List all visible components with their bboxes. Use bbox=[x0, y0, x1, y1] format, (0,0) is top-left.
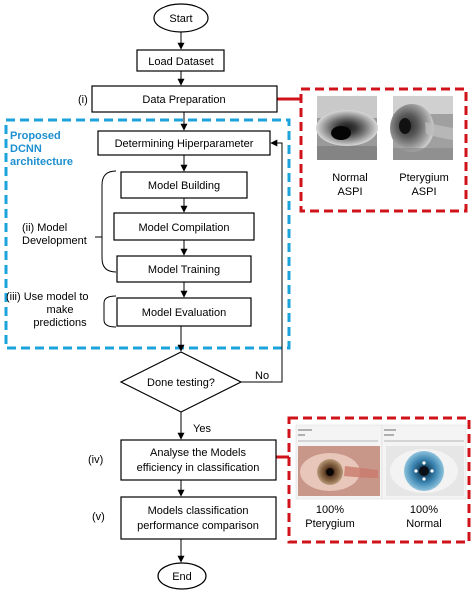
end-terminal bbox=[157, 562, 207, 590]
end-label: End bbox=[172, 571, 192, 583]
step-v-label: (v) bbox=[92, 511, 105, 523]
pterygium-result-image bbox=[295, 424, 383, 500]
normal-aspi-caption-line1: Normal bbox=[332, 172, 367, 184]
dcnn-title-line2: DCNN bbox=[10, 143, 42, 155]
comparison-label-line1: Models classification bbox=[148, 505, 249, 517]
normal-result-caption: Normal bbox=[406, 518, 441, 530]
start-label: Start bbox=[169, 13, 192, 25]
arrow-no-loop bbox=[241, 139, 283, 383]
normal-aspi-caption-line2: ASPI bbox=[337, 186, 362, 198]
data-preparation-label: Data Preparation bbox=[142, 94, 225, 106]
normal-result-image bbox=[381, 424, 467, 500]
model-development-bracket bbox=[101, 170, 117, 273]
dcnn-title-line1: Proposed bbox=[10, 130, 61, 142]
model-building-label: Model Building bbox=[148, 180, 220, 192]
step-iv-label: (iv) bbox=[88, 454, 103, 466]
model-evaluation-box bbox=[116, 297, 252, 327]
step-i-label: (i) bbox=[78, 94, 88, 106]
pterygium-aspi-caption-line1: Pterygium bbox=[399, 172, 449, 184]
hyperparameter-label: Determining Hiperparameter bbox=[115, 138, 254, 150]
step-ii-label-line2: Development bbox=[22, 235, 87, 247]
model-evaluation-label: Model Evaluation bbox=[142, 307, 226, 319]
model-training-box bbox=[116, 255, 252, 283]
model-training-label: Model Training bbox=[148, 264, 220, 276]
prediction-bracket bbox=[103, 295, 117, 328]
normal-result-percentage: 100% bbox=[410, 504, 438, 516]
comparison-box bbox=[120, 496, 277, 540]
normal-aspi-image bbox=[316, 96, 378, 160]
pterygium-aspi-image bbox=[390, 96, 453, 160]
pterygium-result-caption: Pterygium bbox=[305, 518, 355, 530]
model-compilation-box bbox=[113, 212, 255, 241]
aspi-panel bbox=[299, 87, 468, 213]
comparison-label-line2: performance comparison bbox=[137, 520, 259, 532]
dcnn-region bbox=[4, 118, 291, 350]
analyse-label-line1: Analyse the Models bbox=[150, 447, 246, 459]
no-label: No bbox=[255, 370, 269, 382]
analyse-label-line2: efficiency in classification bbox=[137, 462, 260, 474]
step-ii-label-line1: (ii) Model bbox=[22, 222, 67, 234]
dcnn-title-line3: architecture bbox=[10, 156, 73, 168]
data-preparation-box bbox=[91, 85, 278, 113]
pterygium-result-percentage: 100% bbox=[316, 504, 344, 516]
analyse-box bbox=[120, 439, 277, 481]
step-iii-label-line2: make bbox=[47, 304, 74, 316]
model-compilation-label: Model Compilation bbox=[138, 222, 229, 234]
result-panel bbox=[287, 416, 471, 544]
step-iii-label-line3: predictions bbox=[33, 317, 87, 329]
yes-label: Yes bbox=[193, 423, 211, 435]
hyperparameter-box bbox=[97, 130, 271, 156]
step-iii-label-line1: (iii) Use model to bbox=[6, 291, 89, 303]
pterygium-aspi-caption-line2: ASPI bbox=[411, 186, 436, 198]
done-testing-label: Done testing? bbox=[147, 377, 215, 389]
load-dataset-label: Load Dataset bbox=[148, 56, 213, 68]
